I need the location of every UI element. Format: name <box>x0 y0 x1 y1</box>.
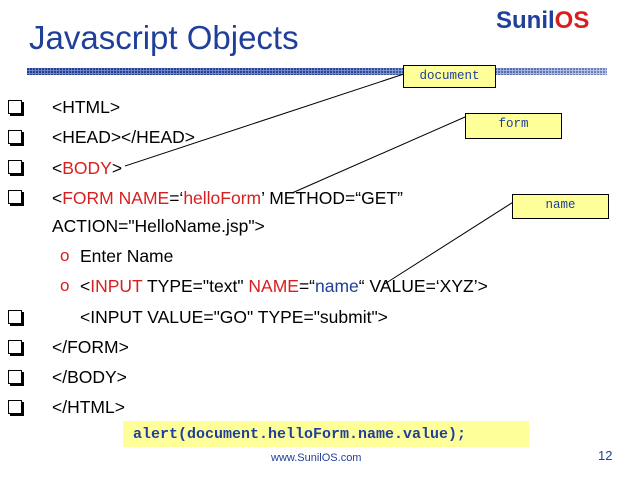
input-type: TYPE="text" <box>142 276 249 296</box>
connector-form <box>291 116 466 194</box>
line-form-open: <FORM NAME=‘helloForm’ METHOD=“GET” <box>52 187 403 209</box>
slide-title: Javascript Objects <box>29 19 299 56</box>
brand-logo-part2: OS <box>554 7 590 34</box>
line-body-close: </BODY> <box>52 367 127 387</box>
bullet-icon <box>8 310 22 324</box>
callout-name: name <box>512 194 609 219</box>
body-gt: > <box>111 158 123 178</box>
footer-url: www.SunilOS.com <box>271 452 362 464</box>
sub-bullet-icon: o <box>60 276 70 295</box>
bullet-icon <box>8 370 22 384</box>
line-submit: <INPUT VALUE="GO" TYPE="submit"> <box>80 307 388 327</box>
sub-bullet-icon: o <box>60 246 70 265</box>
line-head: <HEAD></HEAD> <box>52 127 195 147</box>
input-rest: “ VALUE=‘XYZ’> <box>358 276 488 296</box>
input-tag: INPUT <box>90 276 143 296</box>
input-name-attr: NAME <box>248 276 299 296</box>
brand-logo-part1: Sunil <box>496 7 555 34</box>
line-input-text: <INPUT TYPE="text" NAME=“name“ VALUE=‘XY… <box>80 275 488 297</box>
form-rest: ’ METHOD=“GET” <box>261 188 403 208</box>
form-name-value: helloForm <box>183 188 262 208</box>
line-html-close: </HTML> <box>52 397 125 417</box>
line-body-open: <BODY> <box>52 157 122 179</box>
bullet-icon <box>8 400 22 414</box>
bullet-icon <box>8 100 22 114</box>
bullet-icon <box>8 160 22 174</box>
form-lt: < <box>52 188 63 208</box>
body-lt: < <box>52 158 63 178</box>
line-html-open: <HTML> <box>52 97 121 117</box>
line-enter-name: Enter Name <box>80 246 174 266</box>
connector-name <box>382 198 519 286</box>
input-lt: < <box>80 276 91 296</box>
bullet-icon <box>8 130 22 144</box>
page-number: 12 <box>598 448 613 463</box>
line-form-action: ACTION="HelloName.jsp"> <box>52 216 265 236</box>
form-eq: =‘ <box>169 188 184 208</box>
body-tag: BODY <box>62 158 112 178</box>
brand-logo: SunilOS <box>496 7 589 35</box>
input-name-value: name <box>315 276 359 296</box>
input-eq: =“ <box>298 276 316 296</box>
bullet-icon <box>8 340 22 354</box>
bullet-icon <box>8 190 22 204</box>
form-name-attr: NAME <box>118 188 170 208</box>
title-underline-bar <box>27 68 607 75</box>
callout-form: form <box>465 113 562 139</box>
line-form-close: </FORM> <box>52 337 129 357</box>
callout-document: document <box>403 65 496 88</box>
alert-code-box: alert(document.helloForm.name.value); <box>123 421 529 447</box>
connector-document <box>124 71 411 167</box>
form-tag: FORM <box>62 188 114 208</box>
